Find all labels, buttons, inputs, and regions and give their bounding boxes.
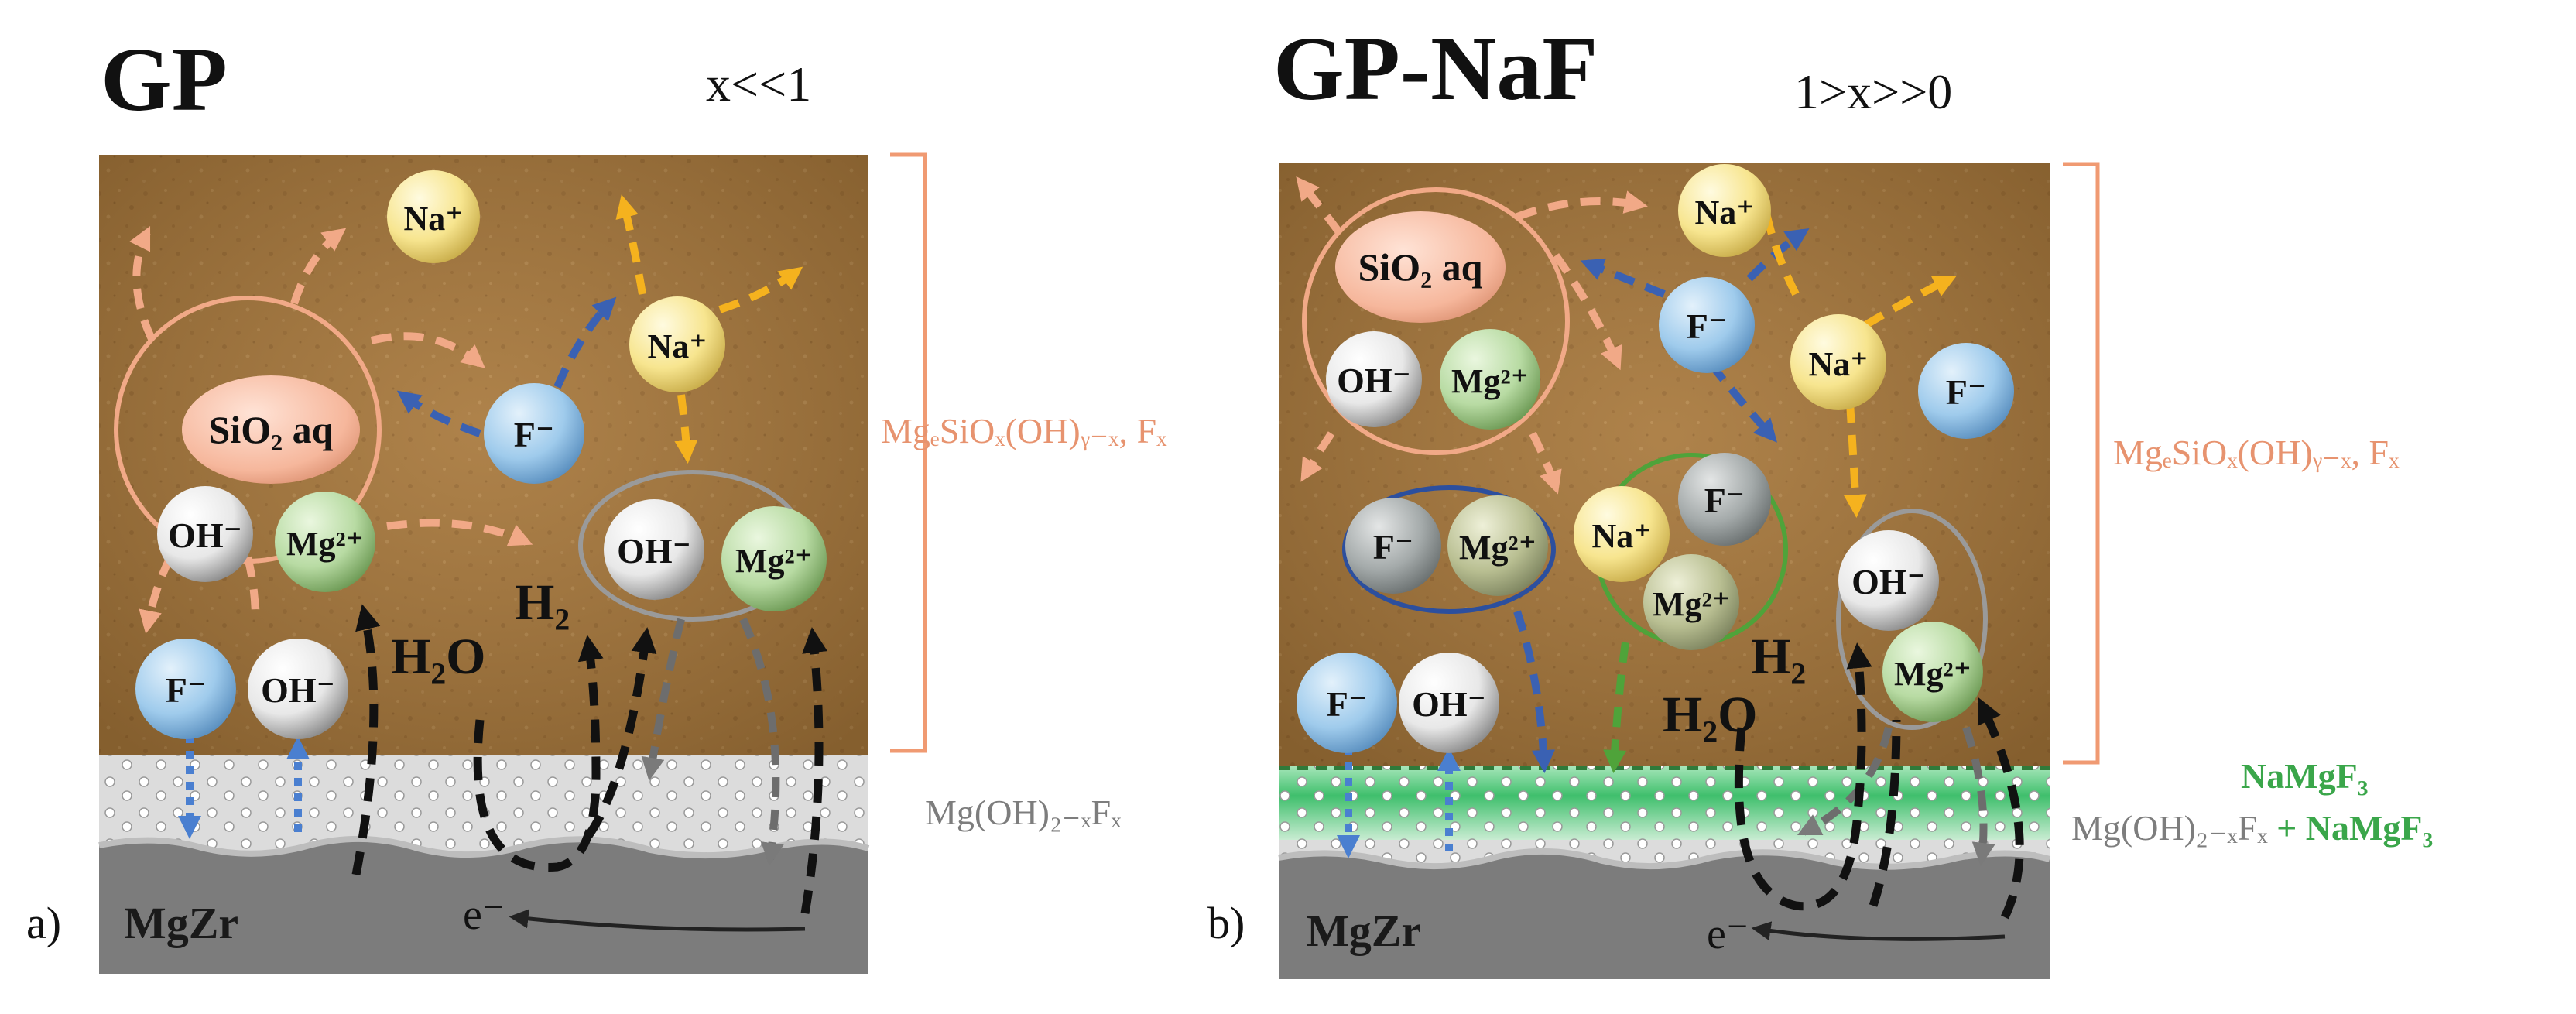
panel-a-fluoride-2	[135, 639, 236, 739]
panel-b-condition: 1>x>>0	[1794, 64, 1952, 119]
panel-b-fluoride-3	[1297, 653, 1397, 753]
panel-b-silica	[1335, 211, 1506, 323]
panel-a-fluoride-1-label: F⁻	[514, 415, 554, 454]
panel-a-silica-label: SiO₂ aq	[209, 408, 334, 451]
panel-a-hydroxide-3-label: OH⁻	[261, 670, 335, 710]
panel-a-letter: a)	[26, 898, 61, 948]
panel-a-fluoride-2-label: F⁻	[166, 670, 206, 710]
panel-a-magnesium-2-label: Mg²⁺	[735, 542, 813, 580]
panel-b-fluoride-bound-1-label: F⁻	[1373, 527, 1413, 567]
panel-b-magnesium-bound-1	[1447, 495, 1548, 596]
panel-a-bracket-label: MgₑSiOₓ(OH)ᵧ₋ₓ, Fₓ	[881, 411, 1167, 450]
panel-b-sodium-2	[1790, 314, 1886, 410]
panel-b-blue-cluster-ring	[1342, 485, 1556, 614]
panel-a-water-label: H₂O	[391, 629, 485, 685]
panel-a: GP x<<1 MgZr a)	[26, 29, 1167, 974]
panel-a-layer-label: Mg(OH)₂₋ₓFₓ	[925, 793, 1122, 832]
panel-b-bracket-label: MgₑSiOₓ(OH)ᵧ₋ₓ, Fₓ	[2113, 433, 2400, 472]
panel-a-hydroxide-3	[248, 639, 348, 739]
panel-b-coating-bracket	[2063, 162, 2100, 765]
panel-a-coating-bracket	[890, 152, 927, 753]
panel-a-title: GP	[101, 29, 228, 130]
panel-a-hydroxide-2	[604, 499, 704, 600]
panel-b-salmon-cluster-ring	[1302, 187, 1570, 455]
panel-b-fluoride-2	[1918, 343, 2014, 439]
panel-b-fluoride-bound-2	[1678, 453, 1771, 546]
panel-b-magnesium-2	[1882, 622, 1983, 722]
panel-b-sodium-1-label: Na⁺	[1695, 194, 1755, 231]
panel-b-sodium-1	[1678, 164, 1771, 257]
panel-b-magnesium-bound-2	[1643, 554, 1739, 650]
panel-a-hydroxide-2-label: OH⁻	[617, 531, 691, 570]
panel-a-substrate	[99, 838, 868, 974]
panel-b-hydroxide-2	[1838, 530, 1939, 631]
panel-a-sodium-2	[629, 296, 725, 392]
panel-b-hydroxide-1	[1326, 331, 1422, 427]
panel-a-hydroxide-1	[157, 486, 253, 582]
panel-a-magnesium-2	[721, 506, 827, 611]
panel-b-fluoride-bound-1	[1345, 498, 1441, 594]
panel-a-condition: x<<1	[706, 57, 811, 111]
panel-a-hydroxide-1-label: OH⁻	[168, 516, 242, 555]
panel-a-hydrogen-label: H₂	[515, 574, 570, 631]
panel-b-fluoride-1	[1659, 277, 1755, 373]
panel-b-hydroxide-2-label: OH⁻	[1852, 562, 1926, 601]
panel-b-magnesium-1	[1440, 329, 1540, 430]
panel-b-title: GP-NaF	[1273, 18, 1598, 119]
panel-b-sodium-2-label: Na⁺	[1809, 345, 1869, 383]
panel-b: GP-NaF 1>x>>0 MgZr b)	[1208, 18, 2433, 979]
panel-a-sodium-1	[387, 170, 480, 263]
panel-a-substrate-label: MgZr	[124, 898, 238, 948]
panel-b-layer-label-gray: Mg(OH)₂₋ₓFₓ	[2071, 808, 2268, 848]
panel-a-sodium-1-label: Na⁺	[404, 200, 464, 238]
panel-b-hydroxide-3-label: OH⁻	[1412, 684, 1486, 724]
panel-b-layer-label-plus: + NaMgF₃	[2268, 808, 2434, 848]
panel-b-layer-label: Mg(OH)₂₋ₓFₓ + NaMgF₃	[2071, 808, 2433, 848]
panel-b-layer-label-top: NaMgF₃	[2241, 756, 2369, 796]
panel-b-magnesium-2-label: Mg²⁺	[1894, 655, 1971, 693]
panel-b-gray-cluster-ring	[1836, 509, 1988, 730]
panel-a-sodium-2-label: Na⁺	[648, 327, 707, 365]
panel-b-silica-label: SiO₂ aq	[1358, 245, 1483, 289]
panel-b-hydrogen-label: H₂	[1751, 629, 1806, 685]
panel-b-hydroxide-3	[1399, 653, 1499, 753]
panel-b-fluoride-1-label: F⁻	[1687, 307, 1727, 346]
panel-b-sodium-3-label: Na⁺	[1592, 517, 1652, 555]
panel-a-electron: e⁻	[463, 891, 505, 939]
panel-a-silica	[182, 375, 360, 484]
panel-b-magnesium-bound-1-label: Mg²⁺	[1459, 529, 1536, 567]
panel-b-water-label: H₂O	[1663, 687, 1757, 743]
panel-b-fluoride-2-label: F⁻	[1946, 372, 1986, 412]
panel-b-substrate-label: MgZr	[1307, 906, 1421, 956]
panel-b-substrate	[1279, 851, 2050, 979]
panel-b-magnesium-bound-2-label: Mg²⁺	[1653, 585, 1730, 623]
panel-a-magnesium-1-label: Mg²⁺	[286, 525, 364, 563]
panel-b-fluoride-bound-2-label: F⁻	[1704, 481, 1745, 520]
panel-b-magnesium-1-label: Mg²⁺	[1451, 362, 1529, 400]
panel-a-magnesium-1	[275, 492, 375, 592]
panel-b-letter: b)	[1208, 898, 1245, 948]
panel-b-fluoride-3-label: F⁻	[1327, 684, 1367, 724]
panel-a-fluoride-1	[484, 383, 584, 484]
panel-b-sodium-3	[1574, 486, 1670, 582]
panel-b-hydroxide-1-label: OH⁻	[1337, 361, 1411, 400]
panel-b-electron: e⁻	[1707, 910, 1749, 958]
